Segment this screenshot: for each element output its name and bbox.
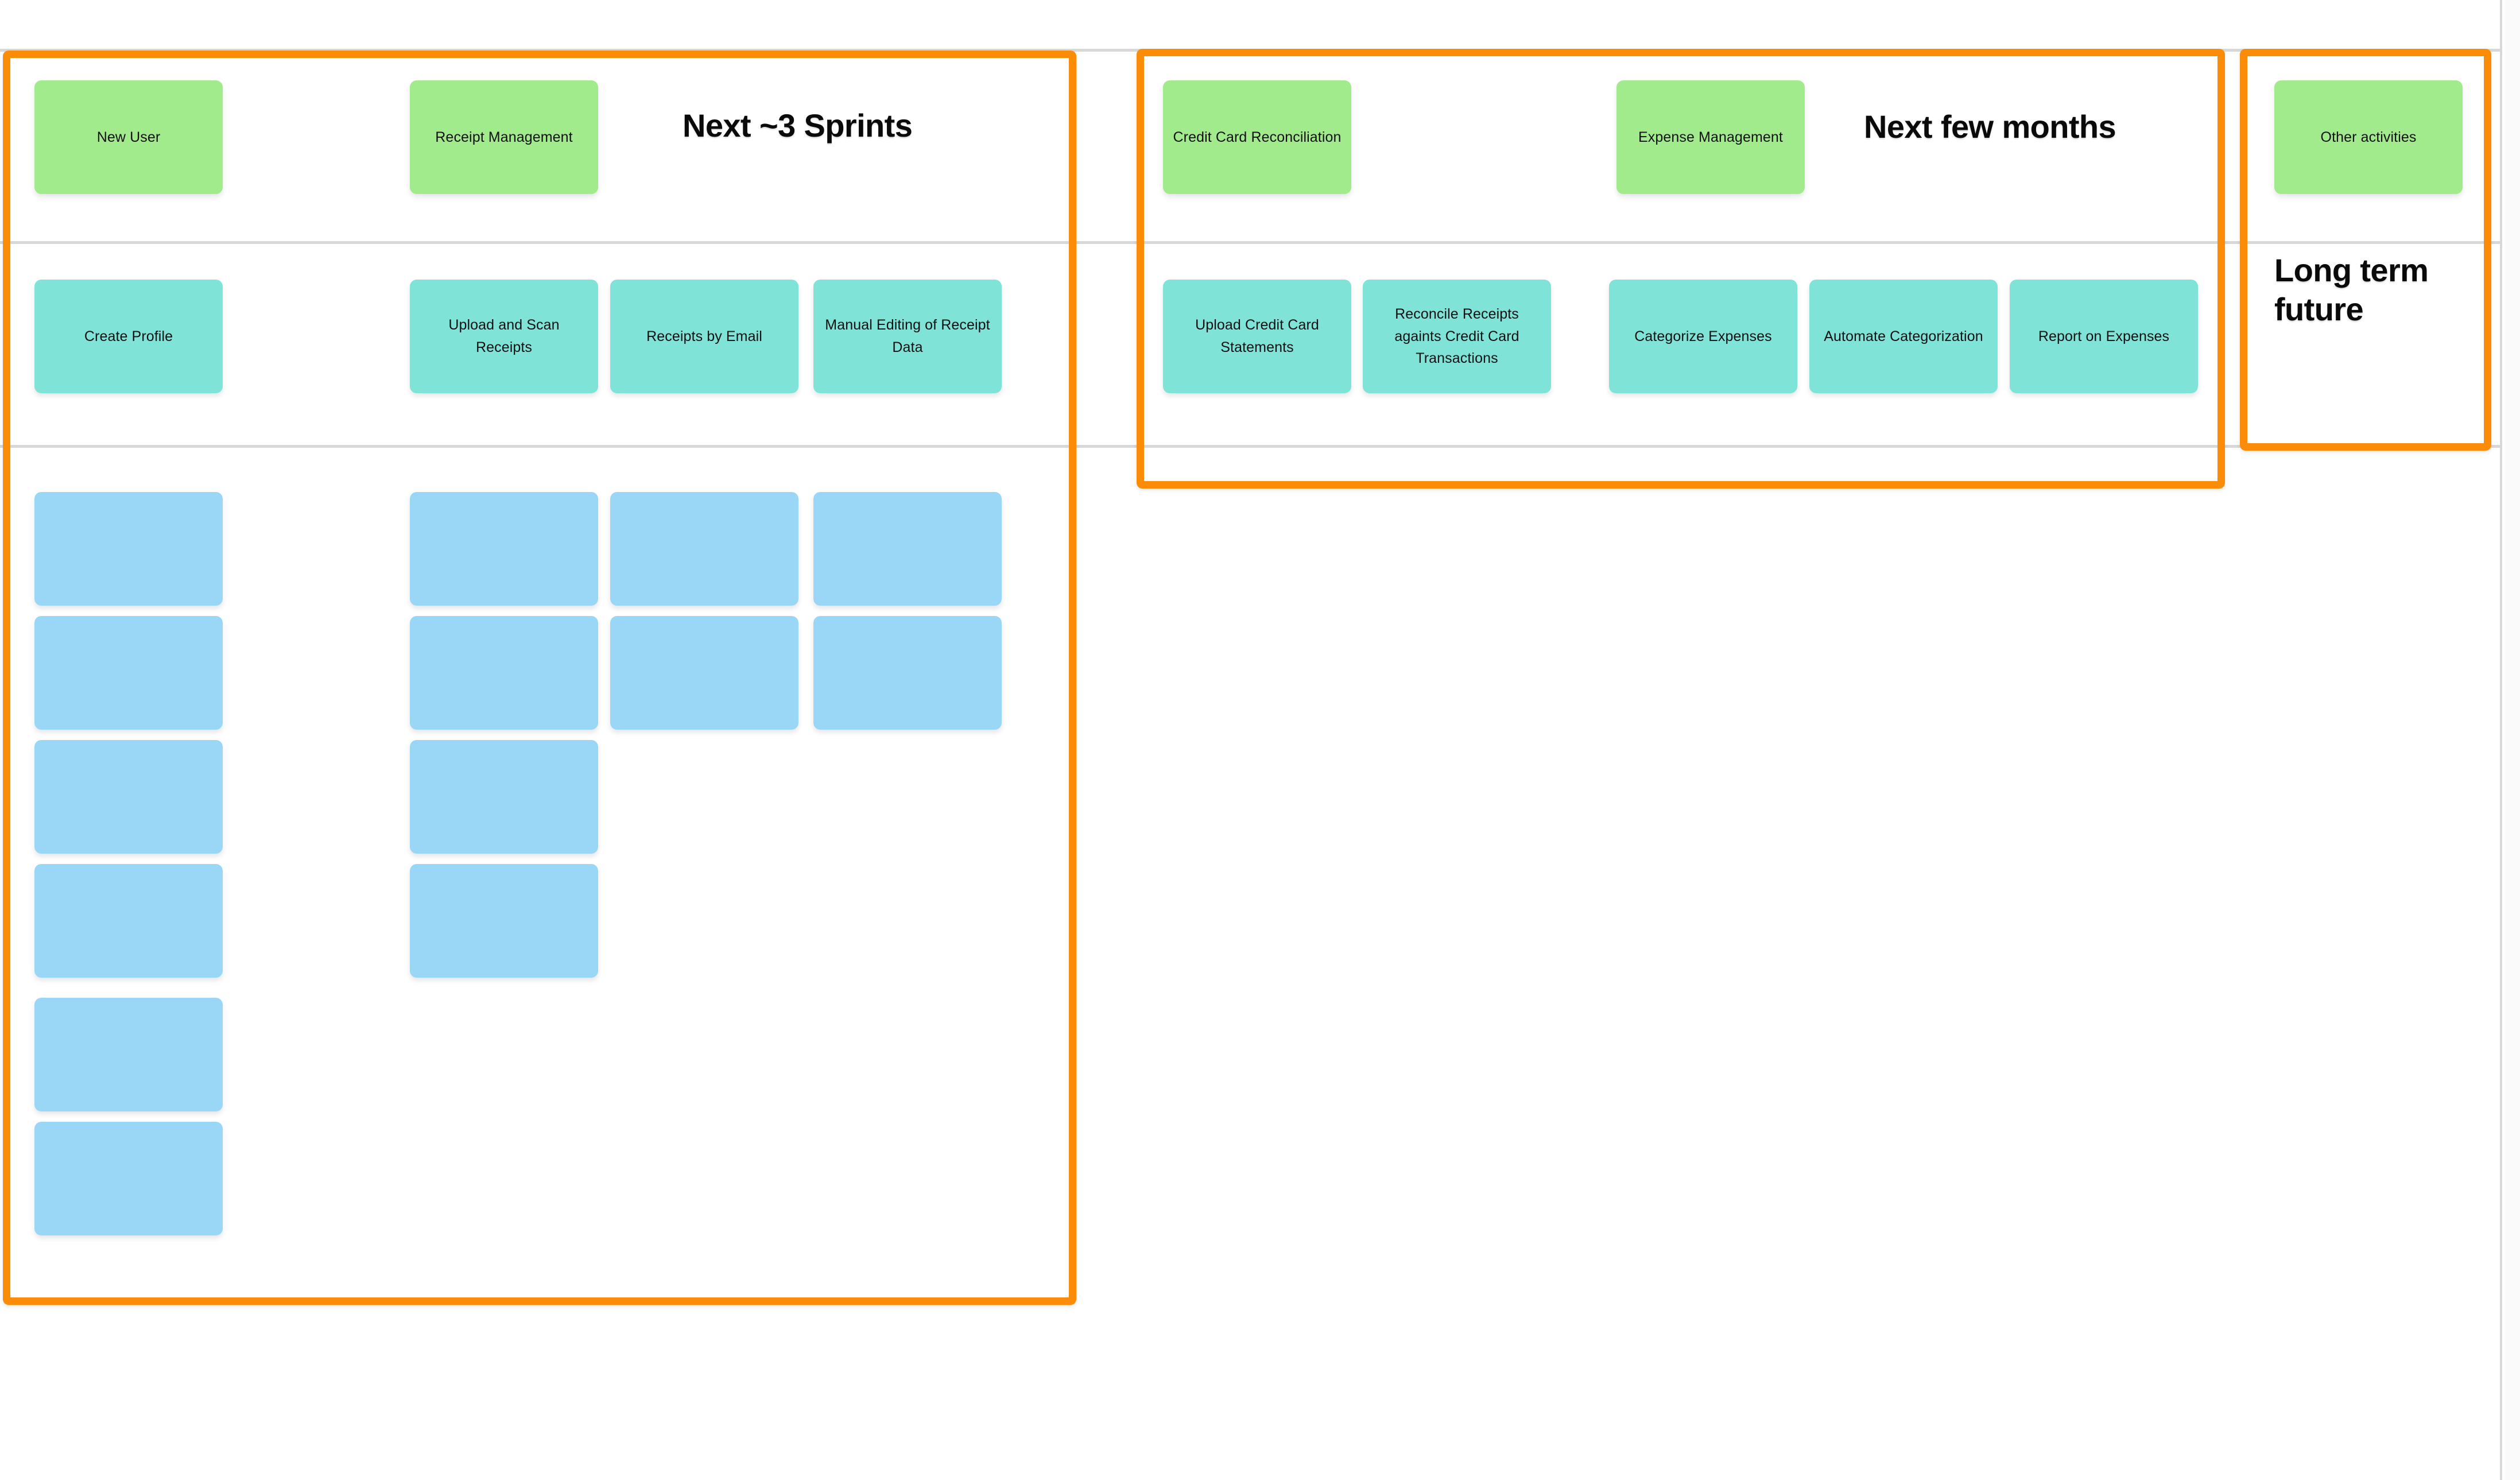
card-label: Reconcile Receipts againts Credit Card T… [1394,305,1519,367]
group-frame-next-few-months[interactable] [1137,49,2225,489]
group-frame-next-3-sprints[interactable] [3,51,1076,1305]
card-label: New User [96,129,161,145]
activity-card-credit-card-reconciliation[interactable]: Credit Card Reconciliation [1163,80,1351,194]
card-label: Other activities [2320,129,2417,145]
step-card-upload-credit-card-statements[interactable]: Upload Credit Card Statements [1163,280,1351,393]
card-label: Report on Expenses [2038,328,2170,344]
card-label: Manual Editing of Receipt Data [825,317,990,355]
detail-card[interactable] [34,1122,223,1235]
lane-divider-middle [0,241,2500,244]
detail-card[interactable] [34,740,223,854]
detail-card[interactable] [410,492,598,606]
step-card-report-on-expenses[interactable]: Report on Expenses [2010,280,2198,393]
canvas-dot-background [2505,0,2520,1480]
card-label: Upload and Scan Receipts [448,317,560,355]
group-frame-long-term[interactable] [2240,49,2491,451]
detail-card[interactable] [813,616,1002,730]
card-label: Receipts by Email [646,328,762,344]
step-card-reconcile-receipts-against-credit-card-transactions[interactable]: Reconcile Receipts againts Credit Card T… [1363,280,1551,393]
detail-card[interactable] [34,492,223,606]
step-card-manual-editing-of-receipt-data[interactable]: Manual Editing of Receipt Data [813,280,1002,393]
card-label: Upload Credit Card Statements [1195,317,1319,355]
heading-long-term-future: Long term future [2274,252,2429,328]
step-card-automate-categorization[interactable]: Automate Categorization [1809,280,1998,393]
detail-card[interactable] [610,492,798,606]
step-card-categorize-expenses[interactable]: Categorize Expenses [1609,280,1797,393]
card-label: Categorize Expenses [1634,328,1772,344]
activity-card-new-user[interactable]: New User [34,80,223,194]
activity-card-expense-management[interactable]: Expense Management [1616,80,1805,194]
step-card-receipts-by-email[interactable]: Receipts by Email [610,280,798,393]
detail-card[interactable] [610,616,798,730]
activity-card-receipt-management[interactable]: Receipt Management [410,80,598,194]
card-label: Create Profile [84,328,173,344]
card-label: Expense Management [1638,129,1783,145]
lane-divider-bottom [0,445,2500,448]
card-label: Receipt Management [435,129,573,145]
detail-card[interactable] [410,616,598,730]
detail-card[interactable] [410,864,598,978]
detail-card[interactable] [34,616,223,730]
heading-next-3-sprints: Next ~3 Sprints [683,107,913,144]
heading-next-few-months: Next few months [1864,109,2116,145]
step-card-upload-and-scan-receipts[interactable]: Upload and Scan Receipts [410,280,598,393]
activity-card-other-activities[interactable]: Other activities [2274,80,2463,194]
card-label: Automate Categorization [1824,328,1983,344]
card-label: Credit Card Reconciliation [1173,129,1342,145]
detail-card[interactable] [34,998,223,1111]
detail-card[interactable] [410,740,598,854]
board-right-edge-rule [2500,0,2502,1480]
detail-card[interactable] [34,864,223,978]
step-card-create-profile[interactable]: Create Profile [34,280,223,393]
detail-card[interactable] [813,492,1002,606]
